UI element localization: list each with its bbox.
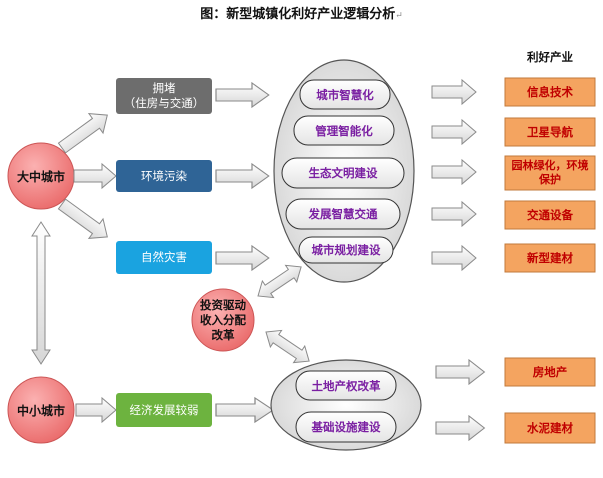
arrow-weak-out <box>215 397 274 423</box>
industry-bg-2 <box>504 155 596 191</box>
problem-pollution: 环境污染 <box>116 160 212 192</box>
arrow-ind-3 <box>431 201 477 227</box>
large-city-label: 大中城市 <box>16 169 65 184</box>
smart-item-1: 管理智能化 <box>315 123 373 138</box>
pill-bg-6 <box>295 411 397 443</box>
arrow-ind-1 <box>431 119 477 145</box>
industry-0: 信息技术 <box>527 84 573 99</box>
driver-arrow-up <box>257 264 302 299</box>
industry-bg-5 <box>504 357 596 387</box>
return-mark: ↵ <box>395 11 403 21</box>
arrow-pollution-out <box>215 163 270 189</box>
smart-item-0: 城市智慧化 <box>316 87 374 102</box>
arrow-ind-6 <box>435 415 485 441</box>
reform-item-0: 土地产权改革 <box>311 378 381 393</box>
smart-item-3: 发展智慧交通 <box>308 207 378 221</box>
problem-congestion: 拥堵 （住房与交通） <box>116 78 212 114</box>
driver-label: 投资驱动 收入分配 改革 <box>200 297 246 342</box>
industry-bg-1 <box>504 117 596 147</box>
industry-1: 卫星导航 <box>527 124 573 139</box>
reform-item-1: 基础设施建设 <box>311 420 381 434</box>
industry-bg-4 <box>504 243 596 273</box>
pill-bg-4 <box>298 236 394 264</box>
arrow-disaster-out <box>215 245 270 271</box>
problem-disaster: 自然灾害 <box>116 241 212 274</box>
arrow-ind-2 <box>431 159 477 185</box>
arrow-ind-4 <box>431 245 477 271</box>
industry-3: 交通设备 <box>527 207 573 222</box>
small-city-circle <box>7 376 75 444</box>
arrow-to-pollution <box>73 162 117 190</box>
pill-bg-2 <box>281 157 405 189</box>
city-link-arrow <box>31 221 51 365</box>
industry-header: 利好产业 <box>527 50 573 64</box>
weak-economy-box: 经济发展较弱 <box>116 393 212 427</box>
arrow-to-weak <box>75 396 117 424</box>
smart-item-2: 生态文明建设 <box>308 166 378 180</box>
industry-6: 水泥建材 <box>527 420 573 435</box>
small-city-label: 中小城市 <box>16 403 65 418</box>
smart-item-4: 城市规划建设 <box>311 243 381 257</box>
pill-bg-5 <box>295 370 397 401</box>
industry-2: 园林绿化，环境 保护 <box>511 159 589 186</box>
driver-circle <box>191 288 255 352</box>
driver-arrow-down <box>265 329 310 364</box>
arrow-to-congestion <box>57 113 108 154</box>
arrow-ind-5 <box>435 359 485 385</box>
industry-bg-3 <box>504 200 596 230</box>
pill-bg-1 <box>293 115 395 146</box>
pill-bg-0 <box>299 79 391 110</box>
pill-bg-3 <box>285 198 401 230</box>
industry-5: 房地产 <box>532 364 568 379</box>
arrow-ind-0 <box>431 79 477 105</box>
industry-4: 新型建材 <box>527 250 573 265</box>
industry-bg-6 <box>504 412 596 444</box>
industry-bg-0 <box>504 77 596 107</box>
page-title: 图：新型城镇化利好产业逻辑分析↵ <box>200 7 403 22</box>
arrow-to-disaster <box>57 198 108 239</box>
arrow-congestion-out <box>215 82 270 108</box>
